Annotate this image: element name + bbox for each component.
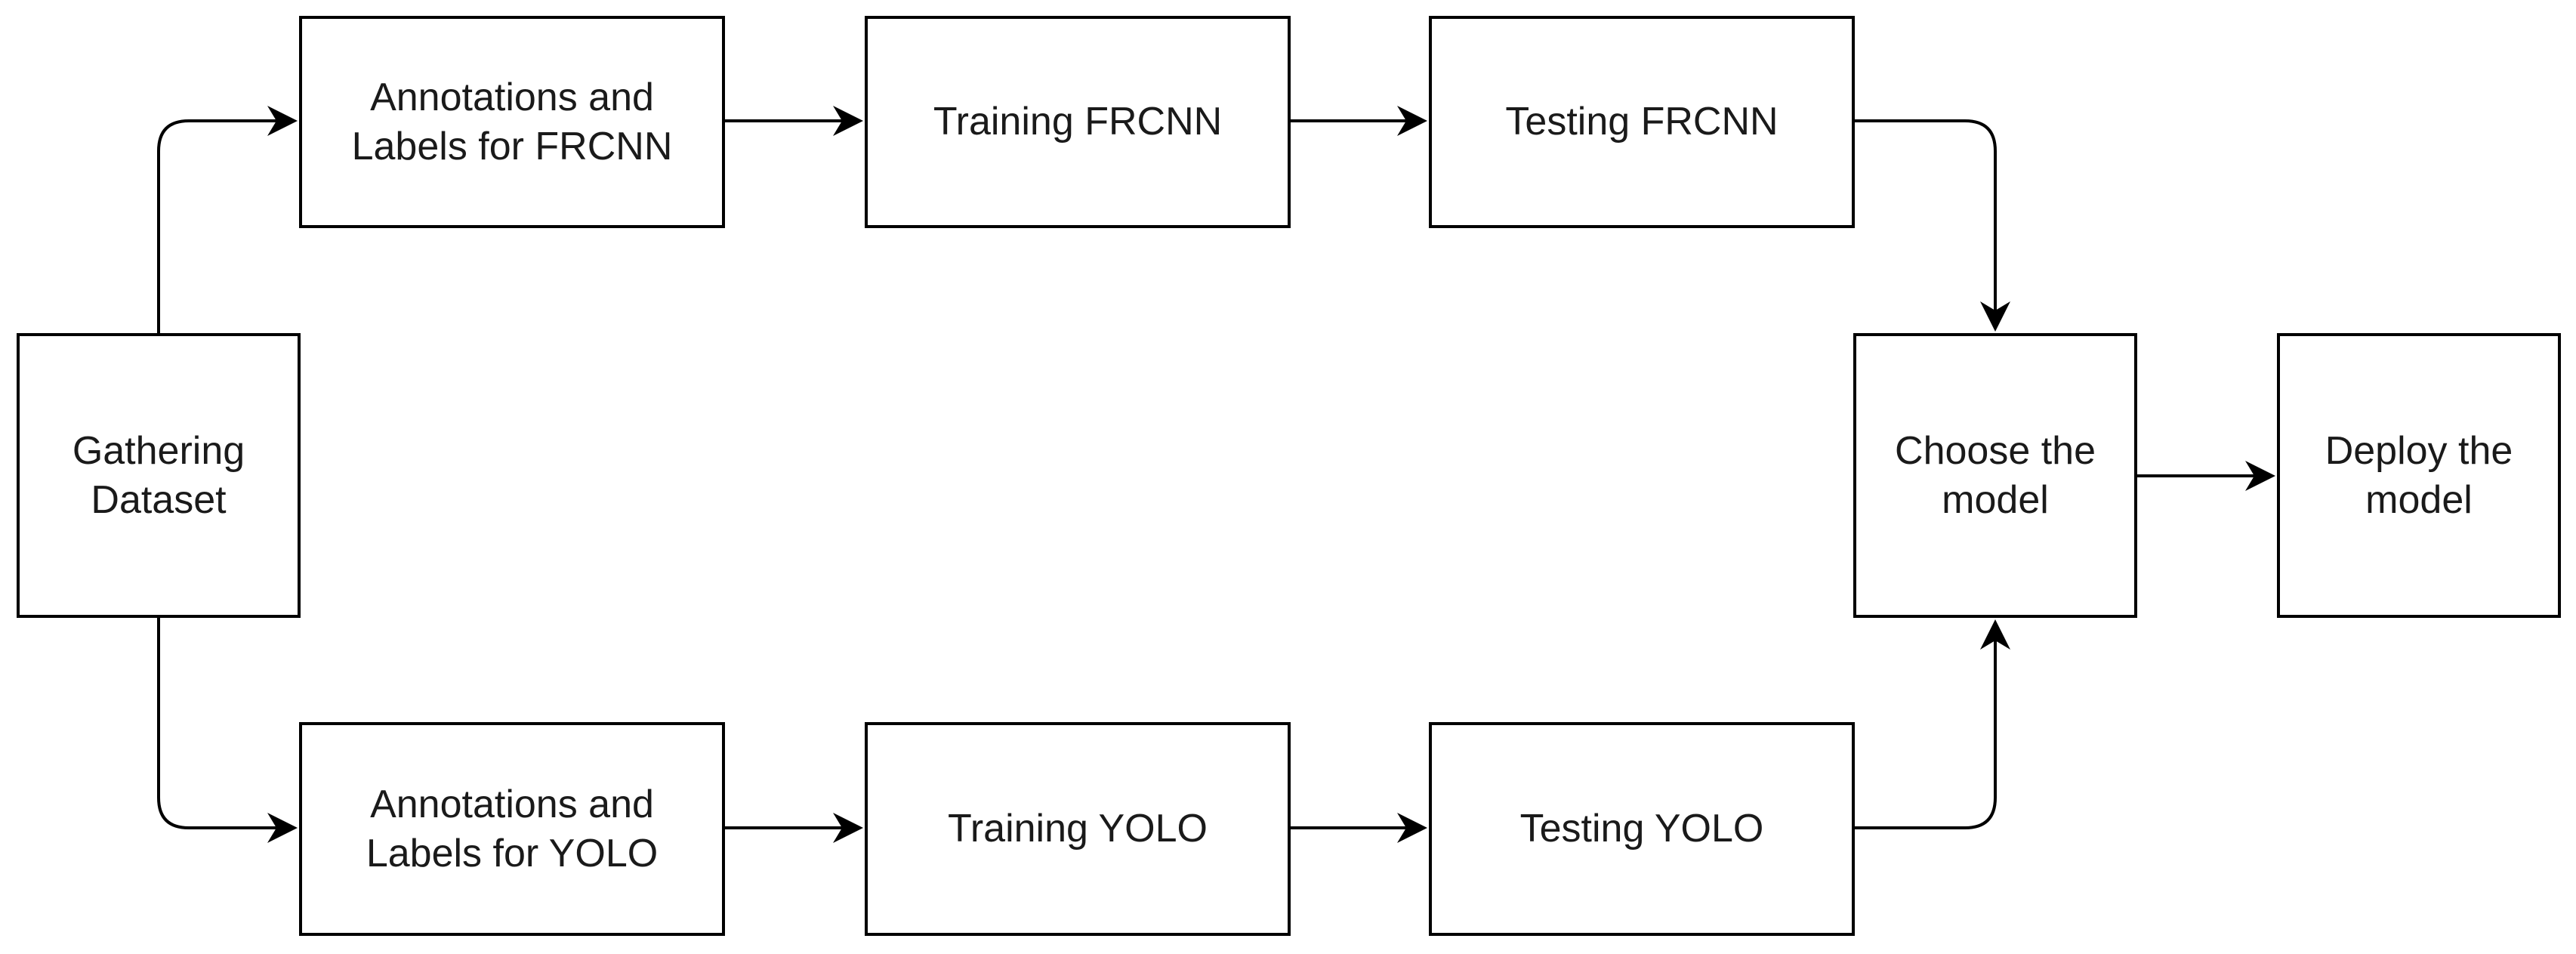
- node-deploy-model: Deploy the model: [2277, 333, 2561, 618]
- edge-gather-to-annotations-frcnn: [157, 106, 298, 333]
- node-training-yolo: Training YOLO: [865, 722, 1291, 936]
- node-testing-yolo: Testing YOLO: [1429, 722, 1855, 936]
- node-label: Gathering Dataset: [72, 428, 245, 522]
- node-label: Annotations and Labels for YOLO: [366, 782, 659, 875]
- node-testing-frcnn: Testing FRCNN: [1429, 16, 1855, 228]
- node-annotations-yolo: Annotations and Labels for YOLO: [299, 722, 725, 936]
- node-label: Training YOLO: [948, 807, 1208, 851]
- node-label: Choose the model: [1895, 428, 2096, 522]
- node-label: Annotations and Labels for FRCNN: [351, 75, 673, 168]
- node-label: Training FRCNN: [933, 100, 1223, 144]
- node-choose-model: Choose the model: [1853, 333, 2137, 618]
- edge-gather-to-annotations-yolo: [157, 618, 298, 843]
- node-gathering-dataset: Gathering Dataset: [17, 333, 301, 618]
- edge-testing-yolo-to-choose-model: [1855, 619, 2010, 829]
- node-label: Deploy the model: [2325, 428, 2513, 522]
- node-label: Testing YOLO: [1519, 807, 1764, 851]
- node-training-frcnn: Training FRCNN: [865, 16, 1291, 228]
- edge-testing-frcnn-to-choose-model: [1855, 119, 2010, 332]
- node-label: Testing FRCNN: [1505, 100, 1779, 144]
- node-annotations-frcnn: Annotations and Labels for FRCNN: [299, 16, 725, 228]
